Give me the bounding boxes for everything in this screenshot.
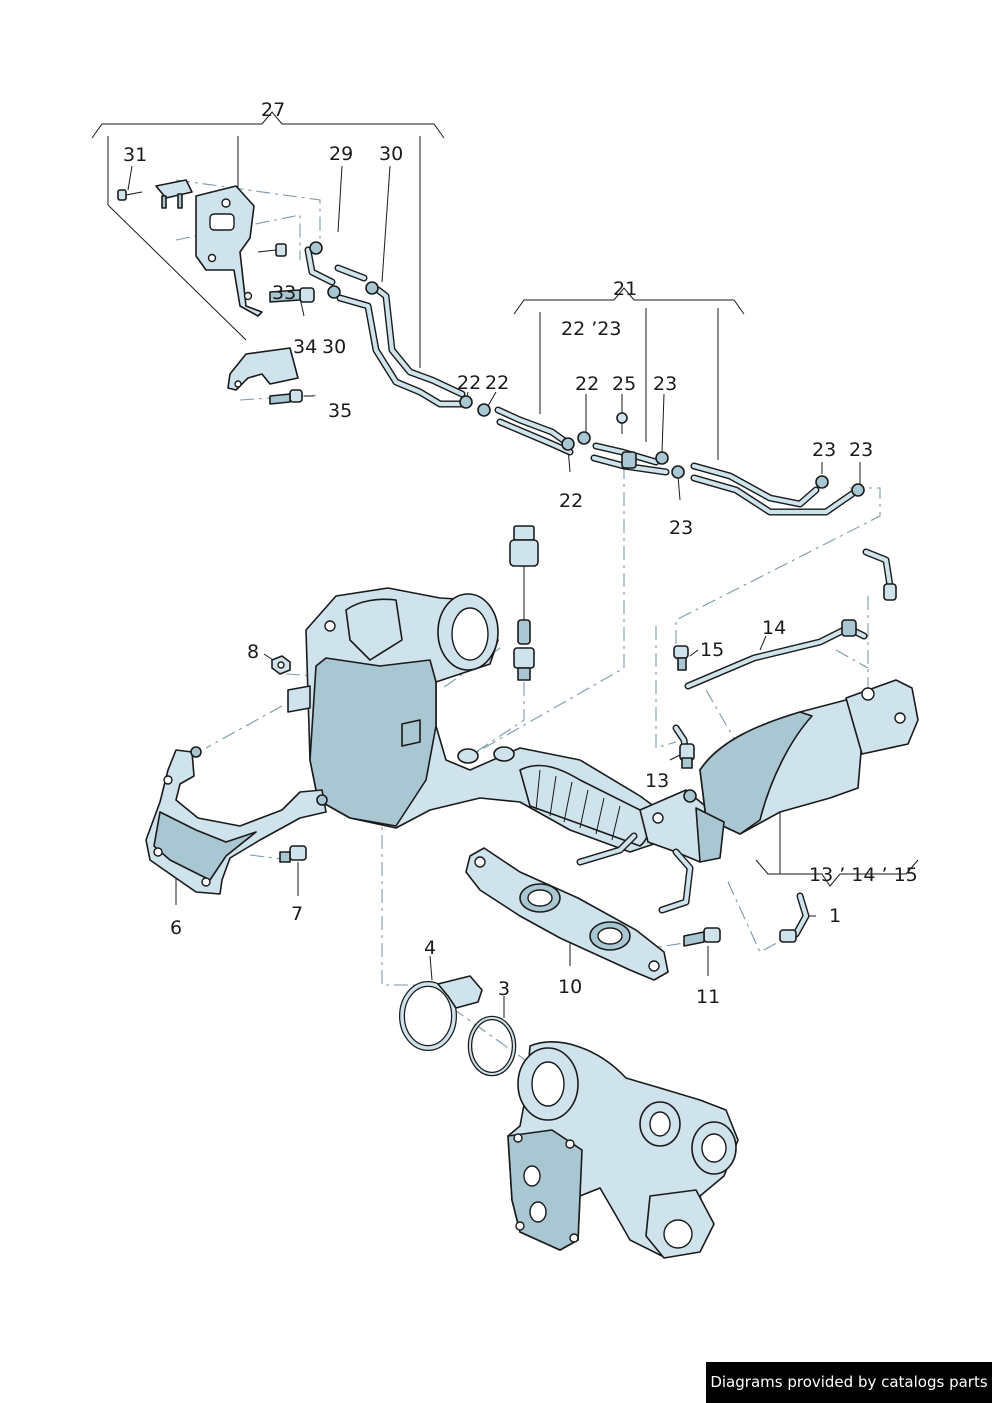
clip-icon [309, 241, 323, 255]
clip-icon [671, 465, 685, 479]
label-23-b: 23 [669, 517, 694, 539]
o-ring-icon [467, 1015, 517, 1077]
label-25: 25 [612, 373, 637, 395]
bolt-icon [257, 243, 287, 257]
bolt-icon [616, 412, 628, 434]
nut-icon [271, 655, 291, 675]
turbocharger [507, 1041, 739, 1259]
label-21: 21 [613, 278, 638, 300]
clip-icon [365, 281, 379, 295]
clip-icon [477, 403, 491, 417]
label-29: 29 [329, 143, 354, 165]
clip-icon [561, 437, 575, 451]
label-13: 13 [645, 770, 670, 792]
label-22-d: 22 [559, 490, 584, 512]
clip-icon [655, 451, 669, 465]
bracket-6 [145, 746, 328, 895]
label-13-14-15: 13 ’ 14 ’ 15 [809, 864, 918, 886]
label-34: 34 [293, 336, 318, 358]
clip-icon [851, 483, 865, 497]
bracket-group-13-14-15 [755, 810, 919, 887]
label-22-a: 22 [457, 372, 482, 394]
catalytic-converter [287, 587, 671, 853]
label-35: 35 [328, 400, 353, 422]
particulate-filter [576, 679, 919, 914]
temperature-sensors [672, 548, 897, 943]
label-31: 31 [123, 144, 148, 166]
label-22-c: 22 [575, 373, 600, 395]
bolt-icon [269, 287, 315, 303]
bolt-icon [117, 189, 143, 201]
bolt-icon [683, 927, 721, 947]
bracket-group-27 [91, 111, 445, 368]
pressure-sensor-bracket [117, 179, 315, 317]
bolt-icon [673, 645, 689, 671]
label-27: 27 [261, 99, 286, 121]
clamp-icon [399, 975, 483, 1051]
lambda-probe [509, 525, 539, 681]
clip-icon [577, 431, 591, 445]
label-23-d: 23 [849, 439, 874, 461]
clip-icon [459, 395, 473, 409]
label-11: 11 [696, 986, 721, 1008]
clip-icon [815, 475, 829, 489]
label-23-a: 23 [653, 373, 678, 395]
label-10: 10 [558, 976, 583, 998]
label-23-c: 23 [812, 439, 837, 461]
bracket-group-21 [513, 287, 745, 460]
label-8: 8 [247, 641, 260, 663]
sensor-icon [155, 179, 193, 199]
bolt-icon [279, 845, 307, 863]
label-1: 1 [829, 905, 842, 927]
mounting-bracket-34 [227, 347, 303, 405]
hose-clips [309, 241, 865, 497]
clip-icon [327, 285, 341, 299]
label-3: 3 [498, 978, 511, 1000]
label-30-bottom: 30 [322, 336, 347, 358]
bolt-icon [269, 389, 303, 405]
label-7: 7 [291, 903, 304, 925]
label-14: 14 [762, 617, 787, 639]
support-bracket-10 [465, 847, 669, 981]
pressure-pipes [304, 246, 856, 516]
label-30-top: 30 [379, 143, 404, 165]
label-33: 33 [272, 282, 297, 304]
watermark-banner: Diagrams provided by catalogs parts [706, 1362, 992, 1403]
label-4: 4 [424, 937, 437, 959]
label-22-b: 22 [485, 372, 510, 394]
label-22-23: 22 ’23 [561, 318, 622, 340]
label-15: 15 [700, 639, 725, 661]
label-6: 6 [170, 917, 183, 939]
